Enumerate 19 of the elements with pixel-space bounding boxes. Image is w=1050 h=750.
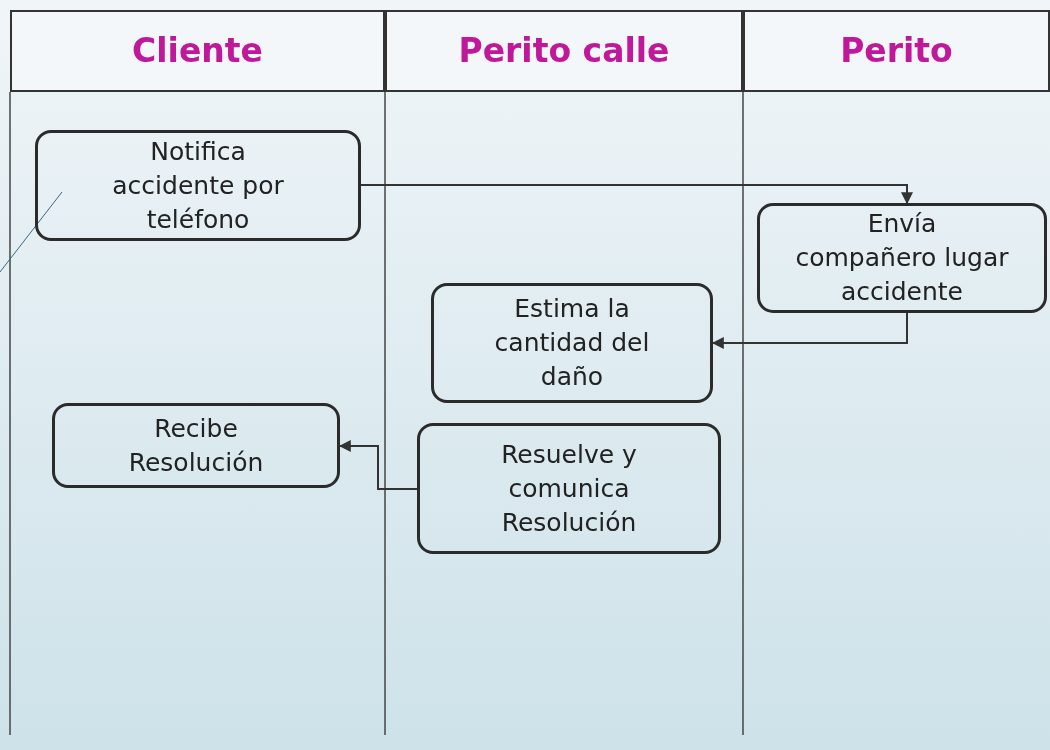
process-text: Resuelve y comunica Resolución [500, 438, 638, 539]
process-box [52, 403, 340, 488]
process-text: Recibe Resolución [127, 412, 265, 479]
process-box [757, 203, 1047, 313]
lane-title: Perito [840, 30, 953, 73]
process-box [431, 283, 713, 403]
process-text: Notifica accidente por teléfono [111, 135, 285, 236]
lane-header [10, 10, 385, 92]
lane-title: Cliente [132, 30, 263, 73]
lane-header [743, 10, 1050, 92]
process-box [417, 423, 721, 554]
lane-title: Perito calle [458, 30, 670, 73]
process-box [35, 130, 361, 241]
arrow [711, 312, 908, 349]
process-text: Envía compañero lugar accidente [794, 208, 1010, 308]
arrow [338, 440, 418, 490]
arrow [360, 184, 913, 205]
process-text: Estima la cantidad del daño [493, 293, 651, 393]
lane-header [385, 10, 743, 92]
